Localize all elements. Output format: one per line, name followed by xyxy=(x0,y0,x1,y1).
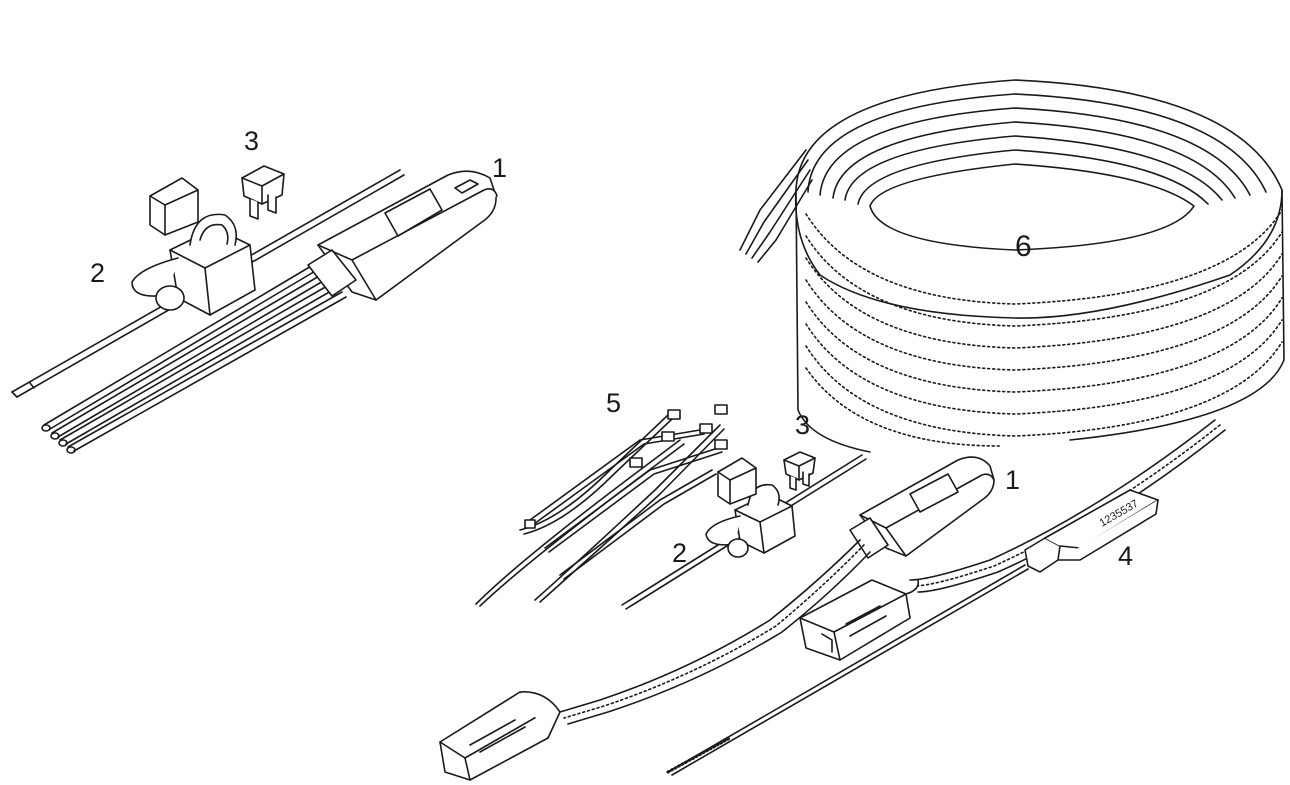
kit-a-fuse xyxy=(241,165,285,220)
callout-coiled-harness: 6 xyxy=(1015,230,1032,263)
callout-kit-b-module: 1 xyxy=(1005,465,1021,495)
kit-a-fuse-holder xyxy=(131,177,256,316)
kit-a-module xyxy=(307,170,498,301)
callout-kit-b-fuse-holder: 2 xyxy=(672,538,688,568)
callout-kit-a-fuse: 3 xyxy=(244,126,260,156)
kit-b-corrugated-harness xyxy=(559,419,1226,725)
kit-b-fuse xyxy=(783,451,816,491)
kit-b-harness-connector-left xyxy=(439,691,561,781)
sensor-tag xyxy=(1024,489,1159,573)
kit-b-module xyxy=(849,456,995,559)
callout-kit-b-fuse: 3 xyxy=(795,410,811,440)
kit-a-module-leads xyxy=(41,261,347,454)
cable-ties xyxy=(475,404,728,607)
coiled-harness xyxy=(739,79,1285,453)
kit-b-harness-connector-right xyxy=(799,579,920,661)
callout-sensor-tag: 4 xyxy=(1118,541,1134,571)
callout-kit-a-fuse-holder: 2 xyxy=(90,258,106,288)
kit-b-fuse-holder xyxy=(705,457,796,558)
sensor-probe xyxy=(666,564,1029,776)
callout-kit-a-module: 1 xyxy=(492,153,508,183)
callout-cable-ties: 5 xyxy=(606,388,622,418)
